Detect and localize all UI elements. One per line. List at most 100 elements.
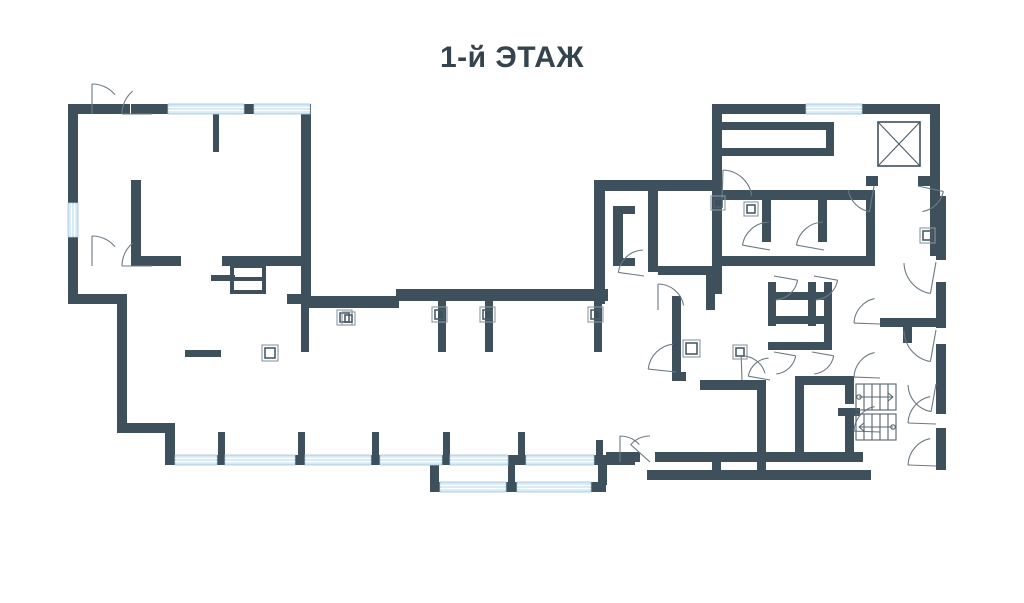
door-east-3-leaf [930,383,937,412]
door-east-5-leaf [907,464,937,467]
wall-west-step-1 [68,294,126,304]
door-wc-2-arc [815,280,839,301]
window-south-3 [304,454,372,466]
door-center-2 [657,283,685,310]
wall-niche-bot [722,148,834,156]
wall-east-spur-2 [903,327,912,343]
door-lobby-1-leaf [740,355,743,381]
wall-wc-vert-2 [808,282,816,326]
wall-south-right-bot [647,470,871,480]
column-hall-1-inner [264,347,276,359]
wall-lift-jamb-left [866,176,878,186]
column-east-1 [919,227,936,244]
door-east-spur-leaf [853,322,881,325]
door-corridor-1 [647,343,677,373]
door-wc-1 [773,275,799,301]
staircase-upper-origin-dot [856,394,862,400]
window-right-north-1 [805,103,863,115]
door-rb-room-1-arc [741,221,770,246]
stub-south-5 [518,432,525,462]
wall-east-seg-2 [936,282,946,328]
door-stair-1-arc [853,352,875,378]
elevator-shaft [877,121,921,167]
window-south-1 [174,454,218,466]
wall-wc-horiz-3 [768,342,832,350]
staircase-lower [855,413,897,441]
door-south-entry-a [619,435,640,462]
wall-lobby-vert [757,380,766,458]
window-south-4 [379,454,443,466]
column-east-1-inner [922,230,933,241]
column-mid-5-outer [341,311,356,326]
wall-mid-spur-left [287,294,311,304]
wall-corridor-vert-west [672,296,681,372]
wall-east-of-north-room [301,104,311,304]
staircase-lower-outline [855,413,897,441]
windows-layer [67,103,863,493]
column-right-4 [743,201,759,217]
stub-south-2 [298,432,305,462]
door-east-4-leaf [907,422,937,425]
door-east-2-leaf [929,329,937,362]
window-west-1 [67,202,79,238]
doors-layer [91,83,944,467]
stub-north-1 [213,114,219,152]
staircase-upper [855,383,897,411]
elevator-layer [877,121,921,167]
door-right-block-1 [721,169,753,201]
wall-lift-jamb-right [918,176,940,186]
door-lift-lobby-a-leaf [868,185,875,212]
door-lift-lobby-b-leaf [917,185,944,192]
window-south-6-glass [525,454,595,466]
wall-stair-mid [838,408,860,416]
wall-wc-horiz-2 [776,316,832,324]
column-hall-1 [261,344,279,362]
column-right-2-outer [732,344,748,360]
door-wc-3 [773,351,797,375]
door-nw-room-left-a [91,83,116,114]
stub-south-3 [372,432,379,462]
window-bay-1-glass [439,481,507,493]
column-mid-5-inner [344,314,353,323]
column-mid-2-outer [431,306,448,323]
door-nw-room-bot-a-arc [91,235,116,248]
col-drop-3 [485,300,493,352]
wall-east-seg-1 [936,196,946,260]
wall-south-div-2 [757,458,766,472]
wall-niche-right [826,122,834,156]
column-right-1-outer [682,339,701,358]
wall-inner-vert-nw [131,180,141,264]
wall-stair-west [795,376,804,460]
door-wc-3-arc [776,355,797,375]
stub-bay-1 [508,463,515,489]
columns-layer [261,195,936,362]
wall-mid-horiz-a [301,296,399,308]
wall-inner-horiz-nw-left [131,256,181,266]
staircases-layer [855,383,897,441]
column-mid-3 [479,306,496,323]
wall-south-bay-right [598,465,607,485]
col-drop-2 [438,300,446,352]
column-mid-5 [341,311,356,326]
door-east-2 [903,329,937,363]
window-south-1-glass [174,454,218,466]
window-bay-2 [516,481,592,493]
wall-south-right-link [606,452,640,462]
page-title: 1-й ЭТАЖ [439,41,584,74]
door-east-1 [903,261,937,295]
column-right-2 [732,344,748,360]
stub-south-6 [596,440,603,464]
staircase-lower-arrow-head [858,422,865,432]
wall-west-mid [117,294,127,432]
door-wc-3-leaf [773,351,796,357]
door-wc-1-leaf [773,275,798,281]
door-wc-4-leaf [811,351,834,357]
door-nw-room-left-b [121,90,152,115]
door-rb-room-2-arc [795,221,824,246]
wall-east-seg-3 [936,344,946,380]
door-rb-room-1 [741,221,771,251]
wall-wc-vert-3 [824,282,832,350]
staircase-lower-origin-dot [890,424,896,430]
